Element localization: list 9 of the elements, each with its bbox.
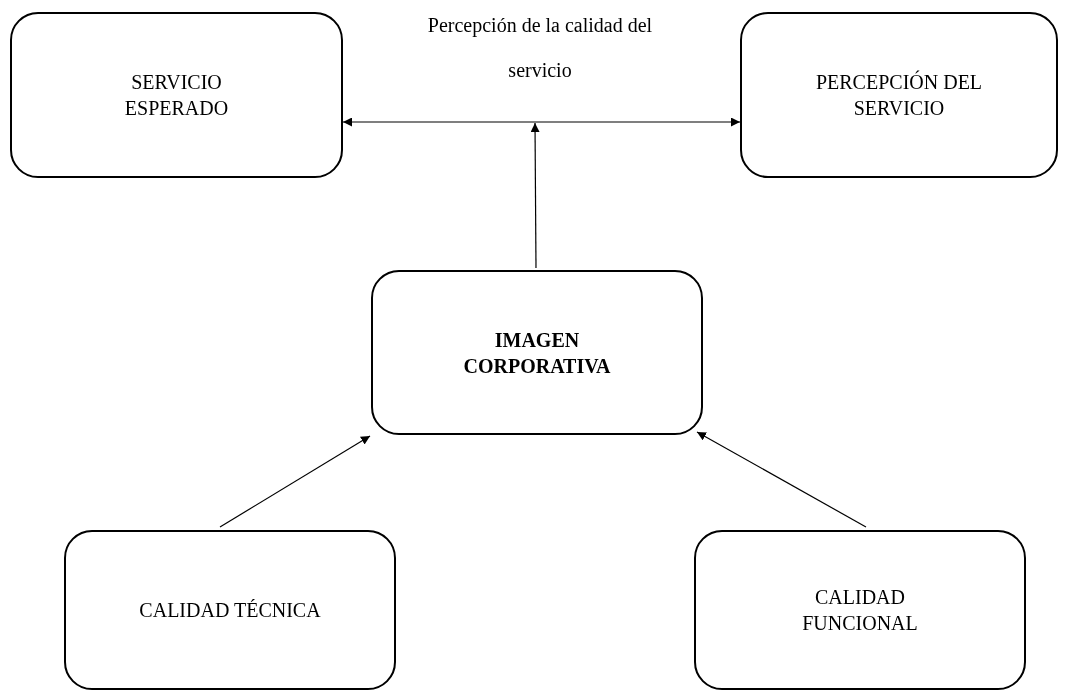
rounded-box: PERCEPCIÓN DEL SERVICIO bbox=[740, 12, 1058, 178]
rounded-box: SERVICIO ESPERADO bbox=[10, 12, 343, 178]
rounded-box: CALIDAD TÉCNICA bbox=[64, 530, 396, 690]
arrow bbox=[219, 435, 371, 528]
arrow bbox=[530, 122, 540, 269]
rounded-box: IMAGEN CORPORATIVA bbox=[371, 270, 703, 435]
rounded-box: CALIDAD FUNCIONAL bbox=[694, 530, 1026, 690]
arrow bbox=[342, 117, 741, 127]
arrow bbox=[696, 431, 867, 528]
